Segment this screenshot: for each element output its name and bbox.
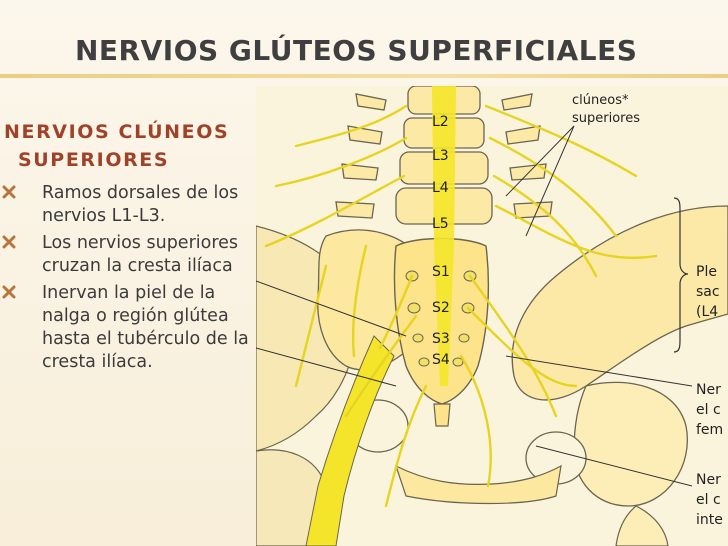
text-pane: NERVIOS CLÚNEOS SUPERIORES Ramos dorsale… xyxy=(0,118,254,378)
section-heading-line1: NERVIOS CLÚNEOS xyxy=(4,121,230,143)
vertebra-label-l5: L5 xyxy=(432,216,449,232)
slide-title: NERVIOS GLÚTEOS SUPERFICIALES xyxy=(75,34,638,67)
nerve-branches xyxy=(264,104,658,508)
bullet-text: Inervan la piel de la nalga o región glú… xyxy=(42,283,249,372)
vertebra-label-s2: S2 xyxy=(432,300,450,316)
right-ilium xyxy=(511,205,728,401)
vertebra-label-s3: S3 xyxy=(432,331,450,347)
pelvis-nerves-drawing: L2 L3 L4 L5 S1 S2 S3 S4 clúneos* superio… xyxy=(256,86,728,546)
section-heading: NERVIOS CLÚNEOS SUPERIORES xyxy=(4,118,254,174)
x-mark-icon xyxy=(2,235,16,249)
title-underline xyxy=(0,74,728,78)
label-nervio-2: Ner xyxy=(696,472,721,488)
callout-leader-2 xyxy=(525,125,575,237)
callout-box xyxy=(566,88,676,132)
leader-interno xyxy=(535,445,693,487)
section-heading-line2: SUPERIORES xyxy=(18,149,170,171)
callout-clunei: clúneos* xyxy=(572,93,629,108)
bullet-item: Los nervios superiores cruzan la cresta … xyxy=(0,232,254,278)
vertebra-labels: L2 L3 L4 L5 S1 S2 S3 S4 xyxy=(432,114,450,368)
callout-superiores: superiores xyxy=(572,111,640,126)
leader-femoral xyxy=(505,355,693,387)
right-femur xyxy=(615,505,669,546)
title-bar: NERVIOS GLÚTEOS SUPERFICIALES xyxy=(0,0,728,86)
x-mark-icon xyxy=(2,185,16,199)
coccyx xyxy=(433,403,451,427)
bullet-item: Inervan la piel de la nalga o región glú… xyxy=(0,282,254,374)
cauda-equina xyxy=(432,86,456,386)
vertebra-label-l4: L4 xyxy=(432,180,449,196)
bullet-item: Ramos dorsales de los nervios L1-L3. xyxy=(0,182,254,228)
vertebra-label-s1: S1 xyxy=(432,264,450,280)
pubic-arch xyxy=(394,464,562,505)
leader-left-1 xyxy=(256,280,407,337)
label-fem: fem xyxy=(696,422,723,438)
x-mark-icon xyxy=(2,285,16,299)
anatomy-illustration: L2 L3 L4 L5 S1 S2 S3 S4 clúneos* superio… xyxy=(256,86,728,546)
vertebra-label-l3: L3 xyxy=(432,148,449,164)
label-nervio-1: Ner xyxy=(696,382,721,398)
plexus-brace xyxy=(673,197,689,353)
bullet-list: Ramos dorsales de los nervios L1-L3. Los… xyxy=(0,182,254,374)
label-inte: inte xyxy=(696,512,723,528)
vertebra-label-l2: L2 xyxy=(432,114,449,130)
label-el-c-2: el c xyxy=(696,492,721,508)
label-sacro: sac xyxy=(696,284,720,300)
leader-left-2 xyxy=(256,347,397,387)
sciatic-nerve xyxy=(305,335,395,546)
vertebra-label-s4: S4 xyxy=(432,352,450,368)
label-l4: (L4 xyxy=(696,304,718,320)
label-plexo: Ple xyxy=(696,264,717,280)
bullet-text: Ramos dorsales de los nervios L1-L3. xyxy=(42,183,239,226)
label-el-c-1: el c xyxy=(696,402,721,418)
bullet-text: Los nervios superiores cruzan la cresta … xyxy=(42,233,239,276)
callout-leader-1 xyxy=(505,125,575,197)
